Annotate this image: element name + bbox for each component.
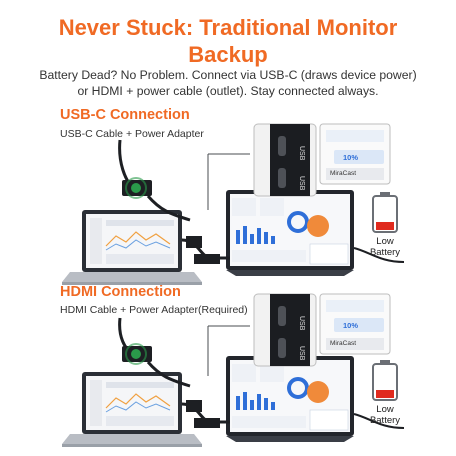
title-line-2: Backup — [188, 42, 268, 67]
hdmi-description: HDMI Cable + Power Adapter(Required) — [60, 304, 248, 316]
port-zoom-inset: USB USB — [253, 123, 317, 197]
low-battery-icon — [372, 360, 398, 401]
svg-text:USB: USB — [298, 146, 305, 161]
laptop — [62, 372, 202, 447]
hdmi-heading: HDMI Connection — [60, 284, 181, 300]
screen-zoom-inset — [319, 293, 391, 355]
page-title: Never Stuck: Traditional Monitor Backup — [0, 14, 456, 68]
title-line-1: Never Stuck: Traditional Monitor — [58, 15, 398, 40]
port-zoom-inset: USB USB — [253, 293, 317, 367]
portable-monitor — [226, 190, 354, 276]
svg-text:USB: USB — [298, 176, 305, 191]
usbc-heading: USB-C Connection — [60, 107, 190, 123]
usbc-battery-percent: 10% — [343, 153, 359, 162]
cables — [118, 317, 405, 429]
subtitle-line-1: Battery Dead? No Problem. Connect via US… — [39, 68, 417, 82]
usbc-description: USB-C Cable + Power Adapter — [60, 128, 204, 140]
hdmi-low-battery-label: Low Battery — [369, 404, 401, 426]
low-battery-icon — [372, 192, 398, 233]
screen-zoom-inset — [319, 123, 391, 185]
subtitle-line-2: or HDMI + power cable (outlet). Stay con… — [77, 84, 379, 98]
usbc-cable-end — [125, 177, 147, 199]
portable-monitor — [226, 356, 354, 442]
hdmi-battery-percent: 10% — [343, 321, 359, 330]
hdmi-cable-end — [125, 343, 147, 365]
hdmi-miracast: MiraCast — [330, 340, 357, 347]
usbc-miracast: MiraCast — [330, 170, 357, 177]
laptop — [62, 210, 202, 285]
svg-text:USB: USB — [298, 346, 305, 361]
svg-text:USB: USB — [298, 316, 305, 331]
page-subtitle: Battery Dead? No Problem. Connect via US… — [0, 67, 456, 99]
usbc-low-battery-label: Low Battery — [369, 236, 401, 258]
